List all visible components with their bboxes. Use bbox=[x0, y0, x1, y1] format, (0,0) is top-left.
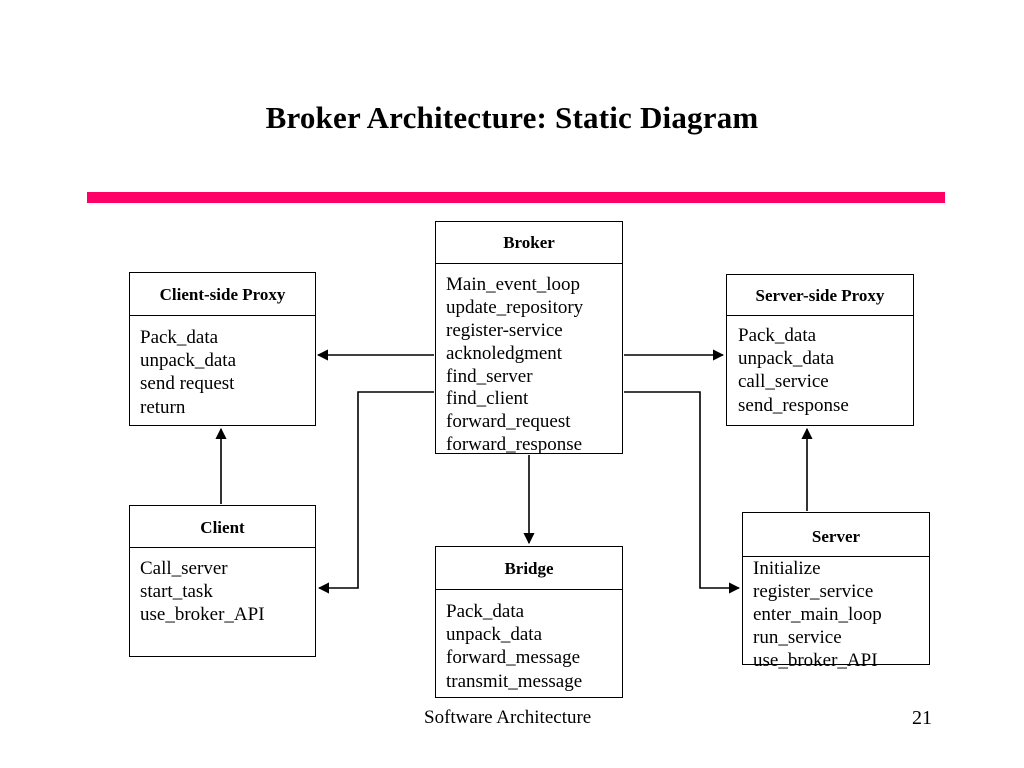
operation-item: call_service bbox=[738, 371, 829, 393]
class-title-client-side-proxy: Client-side Proxy bbox=[130, 273, 315, 316]
operation-item: Call_server bbox=[140, 558, 228, 579]
operation-item: transmit_message bbox=[446, 670, 583, 692]
operation-item: find_client bbox=[446, 388, 529, 410]
operation-item: unpack_data bbox=[446, 624, 543, 646]
operation-item: send request bbox=[140, 373, 235, 395]
operation-item: update_repository bbox=[446, 296, 584, 318]
operation-item: acknoledgment bbox=[446, 342, 563, 364]
operation-item: forward_request bbox=[446, 411, 571, 433]
operation-item: run_service bbox=[753, 626, 842, 648]
class-title-bridge: Bridge bbox=[436, 547, 622, 590]
operation-item: unpack_data bbox=[738, 348, 835, 370]
class-box-client-side-proxy[interactable]: Client-side Proxy Pack_data unpack_data … bbox=[129, 272, 316, 426]
connector-broker-to-client bbox=[317, 391, 434, 594]
class-box-bridge[interactable]: Bridge Pack_data unpack_data forward_mes… bbox=[435, 546, 623, 698]
operation-item: Pack_data bbox=[140, 327, 219, 348]
class-title-server: Server bbox=[743, 513, 929, 557]
operation-item: use_broker_API bbox=[140, 604, 265, 626]
operation-item: unpack_data bbox=[140, 350, 237, 372]
operation-item: return bbox=[140, 396, 186, 418]
footer-label: Software Architecture bbox=[424, 707, 592, 728]
title-accent-rule bbox=[87, 192, 945, 203]
class-box-client[interactable]: Client Call_server start_task use_broker… bbox=[129, 505, 316, 657]
class-operations-broker: Main_event_loop update_repository regist… bbox=[436, 264, 622, 457]
operation-item: send_response bbox=[738, 394, 849, 416]
operation-item: register-service bbox=[446, 319, 563, 341]
operation-item: enter_main_loop bbox=[753, 603, 882, 625]
class-operations-bridge: Pack_data unpack_data forward_message tr… bbox=[436, 590, 622, 693]
class-box-server-side-proxy[interactable]: Server-side Proxy Pack_data unpack_data … bbox=[726, 274, 914, 426]
class-title-server-side-proxy: Server-side Proxy bbox=[727, 275, 913, 316]
operation-item: Initialize bbox=[753, 558, 821, 579]
operation-item: forward_message bbox=[446, 647, 581, 669]
class-title-broker: Broker bbox=[436, 222, 622, 264]
operation-item: Pack_data bbox=[738, 325, 817, 346]
operation-item: find_server bbox=[446, 365, 533, 387]
class-box-broker[interactable]: Broker Main_event_loop update_repository… bbox=[435, 221, 623, 457]
operation-item: register_service bbox=[753, 580, 874, 602]
operation-item: start_task bbox=[140, 581, 213, 603]
footer-page-number: 21 bbox=[912, 707, 932, 729]
operation-item: Main_event_loop bbox=[446, 274, 581, 295]
class-operations-client-side-proxy: Pack_data unpack_data send request retur… bbox=[130, 316, 315, 419]
class-title-client: Client bbox=[130, 506, 315, 548]
operation-item: use_broker_API bbox=[753, 649, 878, 671]
page-title: Broker Architecture: Static Diagram bbox=[265, 100, 759, 135]
connector-broker-to-server bbox=[624, 391, 741, 594]
class-operations-client: Call_server start_task use_broker_API bbox=[130, 548, 315, 627]
class-box-server[interactable]: Server Initialize register_service enter… bbox=[742, 512, 930, 671]
class-operations-server: Initialize register_service enter_main_l… bbox=[743, 557, 929, 673]
operation-item: forward_response bbox=[446, 434, 583, 456]
operation-item: Pack_data bbox=[446, 601, 525, 622]
class-operations-server-side-proxy: Pack_data unpack_data call_service send_… bbox=[727, 316, 913, 417]
